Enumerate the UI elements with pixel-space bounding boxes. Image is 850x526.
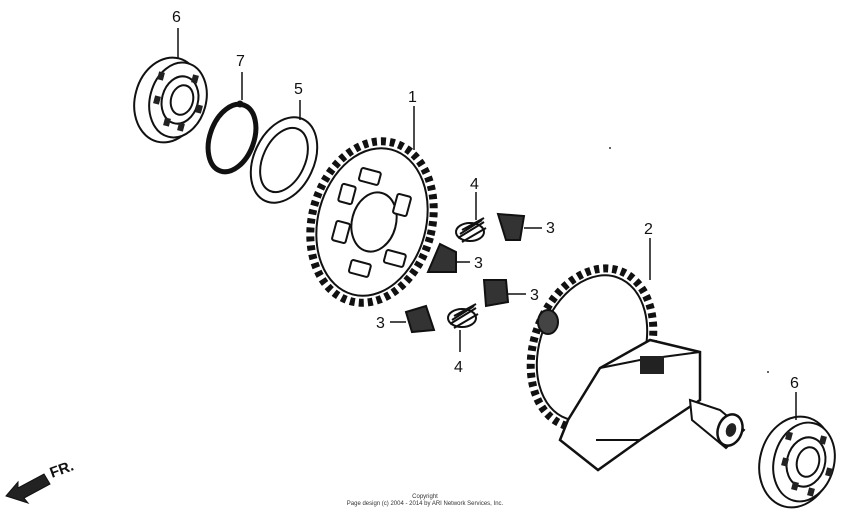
- damper-block-b[interactable]: [426, 242, 457, 273]
- callout-1: 1: [408, 89, 417, 106]
- callout-7: 7: [236, 53, 245, 70]
- callout-3-b: 3: [474, 255, 483, 272]
- washer[interactable]: [238, 107, 330, 214]
- damper-block-a[interactable]: [496, 212, 526, 241]
- callout-6-upper: 6: [172, 9, 181, 26]
- callout-6-lower: 6: [790, 375, 799, 392]
- callout-3-a: 3: [546, 220, 555, 237]
- copyright-line-2: Page design (c) 2004 - 2014 by ARI Netwo…: [346, 501, 504, 507]
- callout-3-d: 3: [376, 315, 385, 332]
- copyright-notice: Copyright Page design (c) 2004 - 2014 by…: [0, 494, 850, 508]
- bearing-lower[interactable]: [749, 408, 843, 516]
- copyright-line-1: Copyright: [412, 494, 438, 500]
- balancer-shaft-gear[interactable]: [509, 251, 746, 472]
- callout-4-upper: 4: [470, 176, 479, 193]
- callout-5: 5: [294, 81, 303, 98]
- front-direction-arrow-icon: [5, 473, 51, 504]
- speck: [609, 147, 611, 149]
- damper-block-d[interactable]: [404, 304, 436, 334]
- snap-ring[interactable]: [199, 98, 264, 179]
- spring-lower[interactable]: [447, 303, 479, 329]
- spring-upper[interactable]: [455, 217, 487, 243]
- direction-label: FR.: [48, 458, 77, 482]
- sprocket[interactable]: [293, 127, 451, 316]
- damper-block-c[interactable]: [482, 279, 510, 308]
- callout-4-lower: 4: [454, 359, 463, 376]
- bearing-upper[interactable]: [125, 50, 215, 150]
- speck: [767, 371, 769, 373]
- callout-3-c: 3: [530, 287, 539, 304]
- callout-2: 2: [644, 221, 653, 238]
